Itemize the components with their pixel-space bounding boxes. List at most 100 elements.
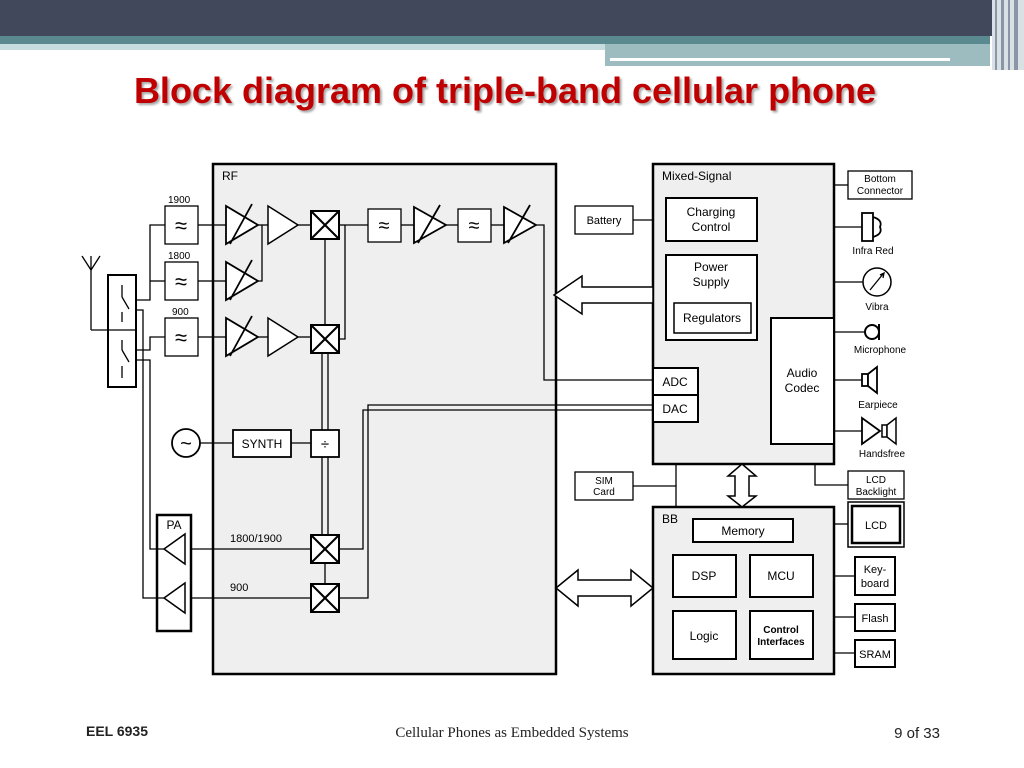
memory-label: Memory bbox=[721, 524, 764, 538]
keyboard-label-2: board bbox=[861, 578, 889, 590]
audio-label-1: Audio bbox=[787, 366, 818, 380]
earpiece-icon bbox=[861, 365, 878, 395]
microphone-icon bbox=[864, 324, 880, 340]
mixer-rx-low bbox=[310, 324, 340, 354]
band-label-1800: 1800 bbox=[168, 251, 191, 262]
tx-label-900: 900 bbox=[230, 582, 248, 594]
if-filter-glyph-2: ≈ bbox=[469, 215, 480, 237]
tx-label-1800-1900: 1800/1900 bbox=[230, 533, 282, 545]
logic-block bbox=[672, 610, 737, 660]
header-bar bbox=[0, 0, 1024, 36]
power-supply-block bbox=[665, 254, 758, 341]
regulators-label: Regulators bbox=[683, 311, 741, 325]
lna-1800 bbox=[225, 259, 260, 302]
if-filter-1 bbox=[367, 208, 402, 243]
filter-1900 bbox=[164, 205, 199, 245]
rf-section-label: RF bbox=[222, 169, 238, 183]
handsfree-label: Handsfree bbox=[859, 449, 906, 460]
microphone-label: Microphone bbox=[854, 345, 907, 356]
filter-glyph-1900: ≈ bbox=[175, 213, 187, 238]
sram-label: SRAM bbox=[859, 649, 891, 661]
mcu-block bbox=[749, 554, 814, 598]
control-interfaces-block bbox=[749, 610, 814, 660]
adc-block bbox=[652, 367, 699, 396]
dsp-block bbox=[672, 554, 737, 598]
footer-course-code: EEL 6935 bbox=[86, 723, 149, 739]
filter-1800 bbox=[164, 261, 199, 301]
charging-label-1: Charging bbox=[687, 205, 736, 219]
antenna-switch bbox=[107, 274, 137, 388]
band-label-900: 900 bbox=[172, 307, 189, 318]
synth-block bbox=[232, 429, 292, 458]
bottom-connector-label-2: Connector bbox=[857, 186, 904, 197]
filter-glyph-900: ≈ bbox=[175, 325, 187, 350]
pa-label: PA bbox=[166, 518, 181, 532]
mixer-tx-1800-1900 bbox=[310, 534, 340, 564]
mixed-bb-arrow bbox=[725, 463, 759, 508]
battery-label: Battery bbox=[587, 215, 622, 227]
power-label-2: Supply bbox=[693, 275, 730, 289]
header-accent-line bbox=[610, 58, 950, 61]
footer-title: Cellular Phones as Embedded Systems bbox=[395, 725, 629, 741]
lcd-backlight-label-2: Backlight bbox=[856, 487, 897, 498]
vibra-label: Vibra bbox=[865, 302, 889, 313]
handsfree-icon bbox=[861, 416, 897, 446]
adc-label: ADC bbox=[662, 375, 688, 389]
if-amp-2 bbox=[503, 204, 538, 245]
mixed-signal-label: Mixed-Signal bbox=[662, 169, 731, 183]
lcd-box bbox=[847, 501, 905, 548]
audio-label-2: Codec bbox=[785, 381, 820, 395]
mcu-label: MCU bbox=[767, 569, 794, 583]
lcd-backlight-label-1: LCD bbox=[866, 475, 886, 486]
mixer-rx-high bbox=[310, 210, 340, 240]
antenna-icon bbox=[81, 255, 101, 290]
synth-label: SYNTH bbox=[242, 437, 283, 451]
bottom-connector-box bbox=[847, 170, 913, 200]
control-arrow bbox=[552, 274, 654, 316]
vibra-icon bbox=[862, 267, 892, 297]
if-amp-1 bbox=[413, 204, 448, 245]
keyboard-box bbox=[854, 556, 896, 596]
control-interfaces-label-1: Control bbox=[763, 625, 799, 636]
sim-card-box bbox=[574, 471, 634, 501]
band-label-1900: 1900 bbox=[168, 195, 191, 206]
slide-title: Block diagram of triple-band cellular ph… bbox=[133, 70, 877, 111]
charging-control-block bbox=[665, 197, 758, 242]
lna-900 bbox=[225, 315, 260, 358]
oscillator-glyph: ~ bbox=[180, 433, 192, 455]
earpiece-label: Earpiece bbox=[858, 400, 898, 411]
pa-block bbox=[155, 513, 193, 633]
divider-label: ÷ bbox=[321, 436, 329, 453]
keyboard-label-1: Key- bbox=[864, 564, 887, 576]
bb-section-label: BB bbox=[662, 512, 678, 526]
header-accent-stripe-light bbox=[0, 44, 990, 50]
flash-box bbox=[854, 603, 896, 632]
memory-block bbox=[692, 518, 794, 543]
sim-label-2: Card bbox=[593, 487, 615, 498]
header-accent-stripe bbox=[0, 36, 990, 44]
infrared-label: Infra Red bbox=[852, 246, 893, 257]
charging-label-2: Control bbox=[692, 220, 731, 234]
lcd-label: LCD bbox=[865, 520, 887, 532]
audio-codec-block bbox=[770, 317, 835, 445]
flash-label: Flash bbox=[862, 613, 889, 625]
sim-label-1: SIM bbox=[595, 476, 613, 487]
rf-section bbox=[211, 162, 558, 676]
dsp-label: DSP bbox=[692, 569, 717, 583]
dac-block bbox=[652, 394, 699, 423]
mixer-tx-900 bbox=[310, 583, 340, 613]
control-interfaces-label-2: Interfaces bbox=[757, 637, 805, 648]
filter-glyph-1800: ≈ bbox=[175, 269, 187, 294]
infrared-icon bbox=[861, 212, 882, 242]
logic-label: Logic bbox=[690, 629, 719, 643]
rf-bb-arrow bbox=[554, 568, 655, 608]
bottom-connector-label-1: Bottom bbox=[864, 174, 896, 185]
lna-1900 bbox=[225, 203, 260, 246]
divider-block bbox=[310, 429, 340, 458]
if-filter-glyph-1: ≈ bbox=[379, 215, 390, 237]
header-vertical-stripes bbox=[992, 0, 1024, 70]
dac-label: DAC bbox=[662, 402, 688, 416]
power-label-1: Power bbox=[694, 260, 728, 274]
footer-page-number: 9 of 33 bbox=[894, 725, 940, 742]
